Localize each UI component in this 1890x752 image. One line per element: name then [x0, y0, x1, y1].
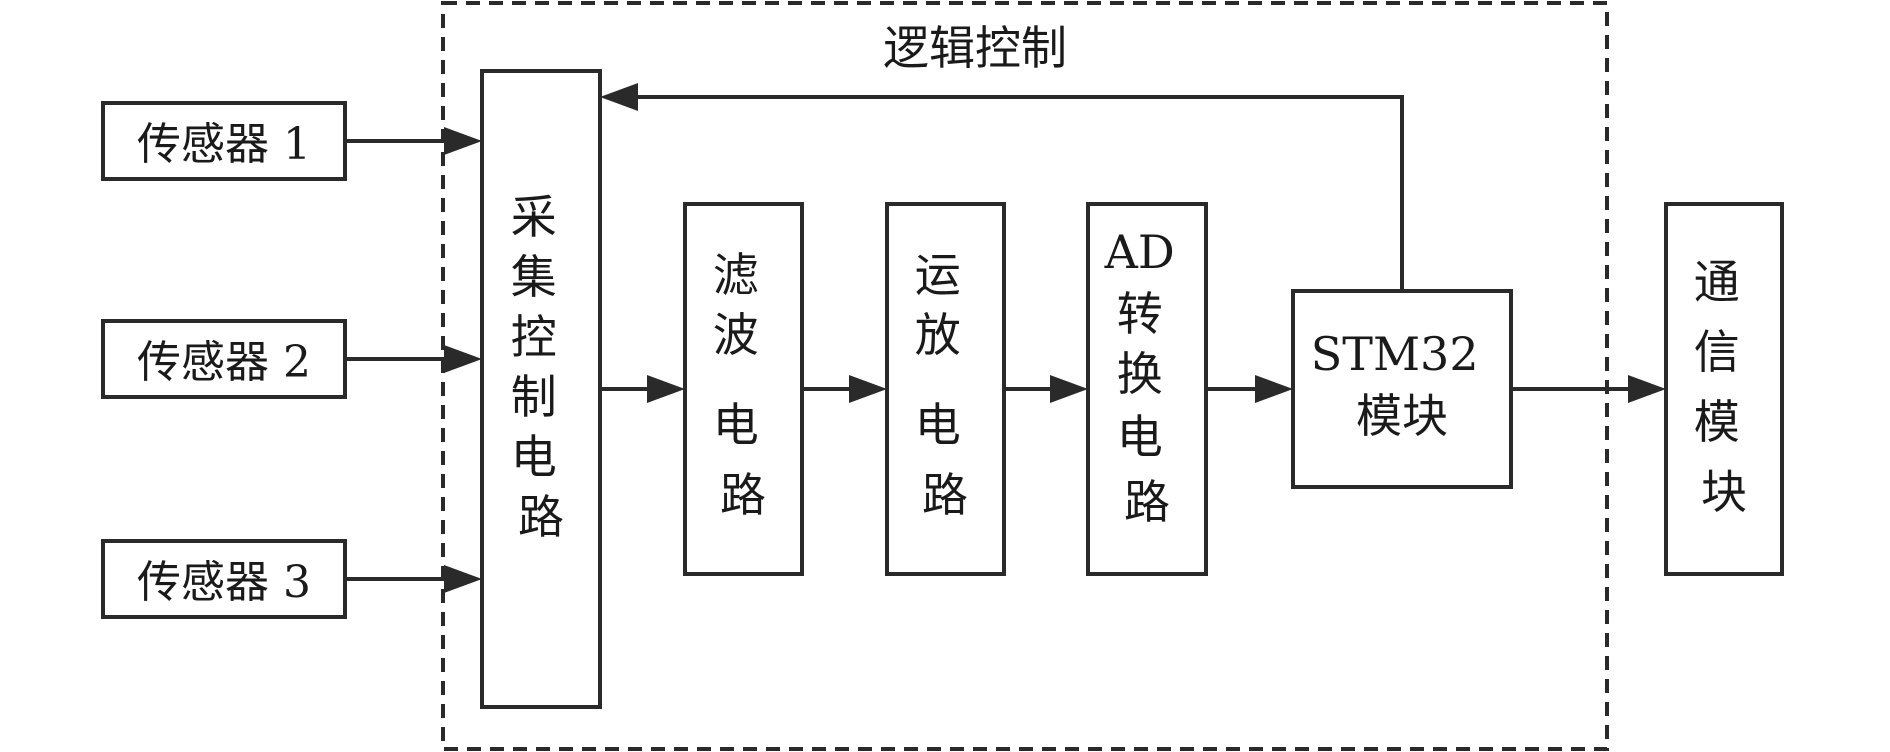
- adc-label-char: 转: [1117, 287, 1163, 341]
- adc-label-char: 电: [1117, 410, 1163, 464]
- filter-label-char: 滤: [713, 248, 759, 302]
- comm-label-char: 信: [1694, 325, 1740, 379]
- comm-label-char: 模: [1694, 395, 1740, 449]
- sensor-1: 传感器 1: [101, 101, 347, 181]
- acquisition-label-char: 控: [511, 310, 557, 364]
- communication-module-label: 通 信 模 块: [1694, 255, 1755, 519]
- acquisition-label-char: 电: [511, 430, 557, 484]
- arrow-stm32-feedback-to-acquisition: [600, 83, 1404, 291]
- adc-label-char: 路: [1124, 475, 1170, 529]
- filter-circuit-label: 滤 波 电 路: [713, 248, 774, 522]
- filter-label-char: 电: [713, 398, 759, 452]
- stm32-label-line: 模块: [1356, 389, 1448, 443]
- stm32-module-block: STM32 模块: [1291, 289, 1513, 489]
- acquisition-label-char: 采: [511, 190, 557, 244]
- arrow-sensor-1-to-acquisition: [345, 127, 482, 155]
- sensor-3-label: 传感器 3: [137, 557, 311, 608]
- adc-label-char: AD: [1104, 225, 1175, 279]
- filter-label-char: 波: [713, 308, 759, 362]
- amplifier-label-char: 放: [915, 308, 961, 362]
- acquisition-control-label: 采 集 控 制 电 路: [511, 190, 572, 544]
- sensor-2: 传感器 2: [101, 319, 347, 399]
- adc-circuit-block: AD 转 换 电 路: [1086, 202, 1208, 576]
- acquisition-control-block: 采 集 控 制 电 路: [480, 69, 602, 709]
- arrow-sensor-3-to-acquisition: [345, 565, 482, 593]
- logic-control-title: 逻辑控制: [883, 21, 1067, 75]
- amplifier-label-char: 运: [915, 248, 961, 302]
- arrow-stm32-to-communication: [1511, 375, 1666, 403]
- amplifier-circuit-label: 运 放 电 路: [915, 248, 976, 522]
- adc-label-char: 换: [1117, 347, 1163, 401]
- acquisition-label-char: 路: [518, 490, 564, 544]
- arrow-amplifier-to-adc: [1004, 375, 1088, 403]
- amplifier-circuit-block: 运 放 电 路: [885, 202, 1006, 576]
- filter-label-char: 路: [720, 468, 766, 522]
- arrow-acquisition-to-filter: [600, 375, 685, 403]
- amplifier-label-char: 路: [922, 468, 968, 522]
- adc-circuit-label: AD 转 换 电 路: [1104, 225, 1190, 529]
- communication-module-block: 通 信 模 块: [1664, 202, 1784, 576]
- acquisition-label-char: 制: [511, 370, 557, 424]
- comm-label-char: 通: [1694, 255, 1740, 309]
- arrow-adc-to-stm32: [1206, 375, 1293, 403]
- acquisition-label-char: 集: [511, 250, 557, 304]
- arrow-sensor-2-to-acquisition: [345, 345, 482, 373]
- stm32-module-label: STM32 模块: [1311, 327, 1493, 443]
- comm-label-char: 块: [1701, 465, 1747, 519]
- sensor-1-label: 传感器 1: [137, 119, 311, 170]
- sensor-3: 传感器 3: [101, 539, 347, 619]
- stm32-label-line: STM32: [1311, 327, 1479, 381]
- sensor-2-label: 传感器 2: [137, 337, 311, 388]
- filter-circuit-block: 滤 波 电 路: [683, 202, 804, 576]
- amplifier-label-char: 电: [915, 398, 961, 452]
- logic-control-frame: [441, 1, 1609, 751]
- arrow-filter-to-amplifier: [802, 375, 887, 403]
